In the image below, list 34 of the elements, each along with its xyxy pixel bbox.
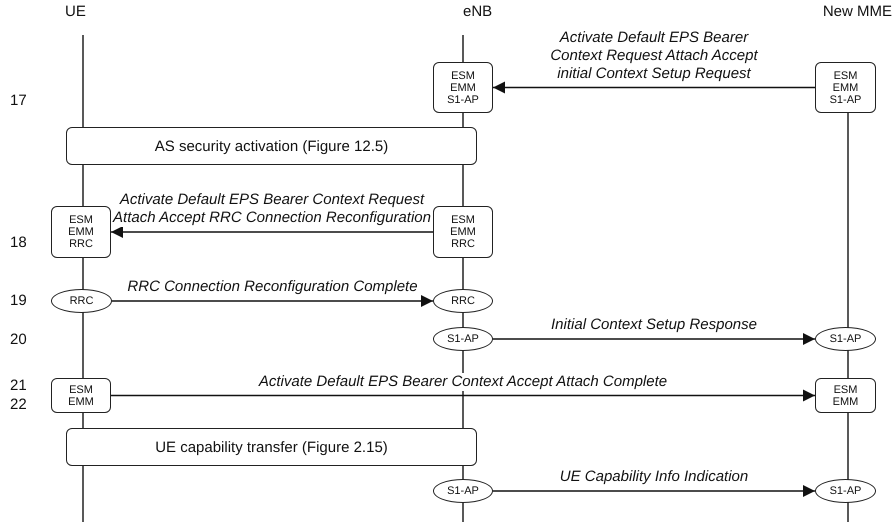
participant-name: UE (65, 3, 86, 20)
protocol-box: ESM EMM (51, 378, 111, 413)
protocol-box: ESM EMM S1-AP (433, 62, 493, 113)
protocol-ellipse: S1-AP (433, 327, 493, 351)
protocol-ellipse: S1-AP (815, 327, 876, 351)
step-number: 17 (10, 92, 27, 109)
protocol-ellipse: S1-AP (815, 479, 876, 503)
step-number: 20 (10, 331, 27, 348)
step-number: 19 (10, 292, 27, 309)
protocol-box: ESM EMM S1-AP (815, 62, 876, 113)
protocol-ellipse: S1-AP (433, 479, 493, 503)
message-label: UE Capability Info Indication (560, 468, 748, 486)
arrow (111, 226, 433, 238)
message-label: Activate Default EPS Bearer Context Accept Attach Complete (258, 372, 668, 390)
message-label: RRC Connection Reconfiguration Complete (127, 278, 418, 296)
message-label: Initial Context Setup Response (551, 316, 757, 334)
step-number: 22 (10, 396, 27, 413)
participant-name: New MME (822, 3, 892, 20)
step-number: 21 (10, 377, 27, 394)
procedure-band: AS security activation (Figure 12.5) (66, 127, 477, 165)
protocol-ellipse: RRC (433, 289, 493, 313)
message-label: Activate Default EPS Bearer Context Request Attach Accept RRC Connection Reconfiguration (112, 191, 432, 227)
arrow (112, 295, 433, 307)
procedure-band: UE capability transfer (Figure 2.15) (66, 428, 477, 466)
arrow (493, 333, 815, 345)
protocol-box: ESM EMM (815, 378, 876, 413)
protocol-box: ESM EMM RRC (433, 206, 493, 258)
protocol-box: ESM EMM RRC (51, 206, 111, 258)
arrow (493, 82, 815, 94)
participant-name: eNB (463, 3, 492, 20)
step-number: 18 (10, 234, 27, 251)
arrow (111, 390, 815, 402)
arrow (493, 485, 815, 497)
protocol-ellipse: RRC (51, 289, 112, 313)
